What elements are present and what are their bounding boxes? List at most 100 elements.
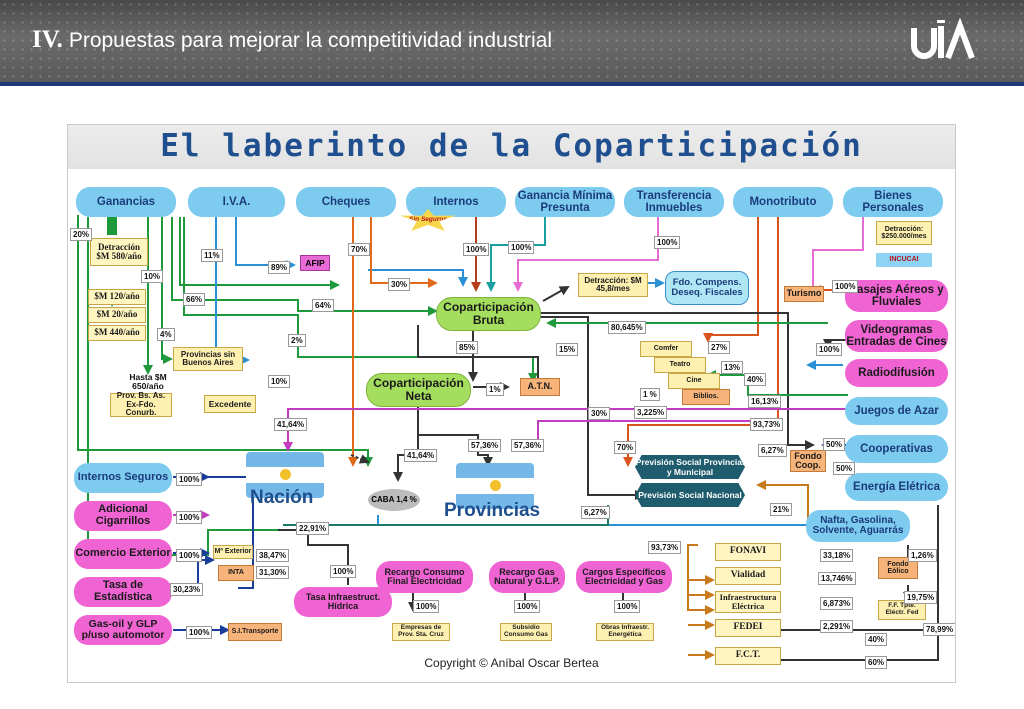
pct-label: 100% <box>176 511 203 524</box>
pct-label: 16,13% <box>748 395 782 408</box>
diagram-title: El laberinto de la Coparticipación <box>160 128 863 164</box>
source-adicional: Adicional Cigarrillos <box>74 501 172 531</box>
pct-label: 100% <box>330 565 357 578</box>
source-internos: Internos <box>406 187 506 217</box>
box-sm440: $M 440/año <box>88 325 146 341</box>
source-gasoil: Gas-oil y GLP p/uso automotor <box>74 615 172 645</box>
pct-label: 40% <box>744 373 767 386</box>
box-afip: AFIP <box>300 255 330 271</box>
box-ff-tpte: F.F. Tpte. Eléctr. Fed <box>878 600 926 620</box>
pct-label: 1,26% <box>908 549 937 562</box>
flag-provincias <box>456 463 534 509</box>
source-tasa: Tasa de Estadística <box>74 577 172 607</box>
pct-label: 33,18% <box>820 549 854 562</box>
header-banner: IV.Propuestas para mejorar la competitiv… <box>0 0 1024 82</box>
label-provincias: Provincias <box>444 500 541 521</box>
pct-label: 30% <box>588 407 611 420</box>
copyright: Copyright © Aníbal Oscar Bertea <box>424 656 599 670</box>
slide-title-text: Propuestas para mejorar la competitivida… <box>68 29 553 52</box>
pct-label: 41,64% <box>274 418 308 431</box>
box-sm120: $M 120/año <box>88 289 146 305</box>
box-fdo-compens: Fdo. Compens. Deseq. Fiscales <box>665 271 749 305</box>
box-emp-prov: Empresas de Prov. Sta. Cruz <box>392 623 450 641</box>
pct-label: 13% <box>721 361 744 374</box>
pct-label: 100% <box>654 236 681 249</box>
pct-label: 57,36% <box>468 439 502 452</box>
folder-teatro: Teatro <box>654 357 706 373</box>
pct-label: 89% <box>268 261 291 274</box>
pct-label: 1% <box>486 383 504 396</box>
pct-label: 10% <box>268 375 291 388</box>
box-sm20: $M 20/año <box>88 307 146 323</box>
pct-label: 11% <box>201 249 223 262</box>
box-turismo: Turismo <box>784 286 824 302</box>
source-bienes: Bienes Personales <box>843 187 943 217</box>
pct-label: 100% <box>176 549 203 562</box>
pct-label: 1 % <box>640 388 660 401</box>
label-hasta: Hasta $M 650/año <box>129 372 167 392</box>
flag-nacion <box>246 452 324 498</box>
folder-cine: Cine <box>668 373 720 389</box>
folder-comfer: Comfer <box>640 341 692 357</box>
pct-label: 22,91% <box>296 522 330 535</box>
pct-label: 100% <box>508 241 535 254</box>
box-excedente: Excedente <box>204 395 256 413</box>
pct-label: 40% <box>865 633 888 646</box>
pct-label: 30% <box>388 278 411 291</box>
pct-label: 38,47% <box>256 549 290 562</box>
pct-label: 100% <box>463 243 490 256</box>
pct-label: 20% <box>70 228 93 241</box>
source-recargo-consumo: Recargo Consumo Final Electricidad <box>376 561 473 593</box>
pct-label: 60% <box>865 656 888 669</box>
pct-label: 3,225% <box>634 406 668 419</box>
box-detraccion-580: Detracción $M 580/año <box>90 238 148 266</box>
box-subsidio-gas: Subsidio Consumo Gas <box>500 623 552 641</box>
label-nacion: Nación <box>250 487 314 508</box>
prevision-nacional: Previsión Social Nacional <box>635 483 745 507</box>
pct-label: 93,73% <box>750 418 784 431</box>
pct-label: 93,73% <box>648 541 682 554</box>
fund-fct: F.C.T. <box>715 647 781 665</box>
box-fondo-eolico: Fondo Eólico <box>878 557 918 579</box>
coparticipacion-neta: Coparticipación Neta <box>366 373 471 407</box>
pct-label: 85% <box>456 341 479 354</box>
source-energia: Energía Elétrica <box>845 473 948 501</box>
source-monotributo: Monotributo <box>733 187 833 217</box>
source-internos-seguros: Internos Seguros <box>74 463 172 493</box>
box-detraccion-458: Detracción: $M 45,8/mes <box>578 273 648 297</box>
pct-label: 19,75% <box>904 591 938 604</box>
pct-label: 2,291% <box>820 620 854 633</box>
pct-label: 6,27% <box>581 506 610 519</box>
pct-label: 50% <box>823 438 846 451</box>
folder-biblios: Biblios. <box>682 389 730 405</box>
pct-label: 57,36% <box>511 439 545 452</box>
source-ganancia-minima: Ganancia Mínima Presunta <box>515 187 615 217</box>
pct-label: 31,30% <box>256 566 290 579</box>
source-juegos: Juegos de Azar <box>845 397 948 425</box>
fund-fedei: FEDEI <box>715 619 781 637</box>
box-prov-bs: Prov. Bs. As. Ex-Fdo. Conurb. <box>110 392 172 417</box>
box-caba: CABA 1,4 % <box>368 489 420 511</box>
source-cargos: Cargos Específicos Electricidad y Gas <box>576 561 672 593</box>
uia-logo <box>911 18 975 60</box>
pct-label: 100% <box>514 600 541 613</box>
box-obras-infra: Obras Infraestr. Energética <box>596 623 654 641</box>
source-ganancias: Ganancias <box>76 187 176 217</box>
source-videogramas: Videogramas Entradas de Cines <box>845 320 948 352</box>
header-accent-bar <box>0 82 1024 86</box>
pct-label: 10% <box>141 270 164 283</box>
box-atn: A.T.N. <box>520 378 560 396</box>
source-tasa-infra: Tasa Infraestruct. Hídrica <box>294 587 392 617</box>
source-cheques: Cheques <box>296 187 396 217</box>
pct-label: 78,99% <box>923 623 955 636</box>
pct-label: 27% <box>708 341 731 354</box>
pct-label: 13,746% <box>818 572 856 585</box>
folder-mexterior: Mº Exterior <box>213 545 253 559</box>
pct-label: 64% <box>312 299 335 312</box>
folder-inta: INTA <box>218 565 254 581</box>
title-strip <box>68 125 955 169</box>
source-pasajes: Pasajes Aéreos y Fluviales <box>845 280 948 312</box>
box-detraccion-250: Detracción: $250.000/mes <box>876 221 932 245</box>
pct-label: 80,645% <box>608 321 646 334</box>
box-fondo-coop: Fondo Coop. <box>790 450 826 472</box>
